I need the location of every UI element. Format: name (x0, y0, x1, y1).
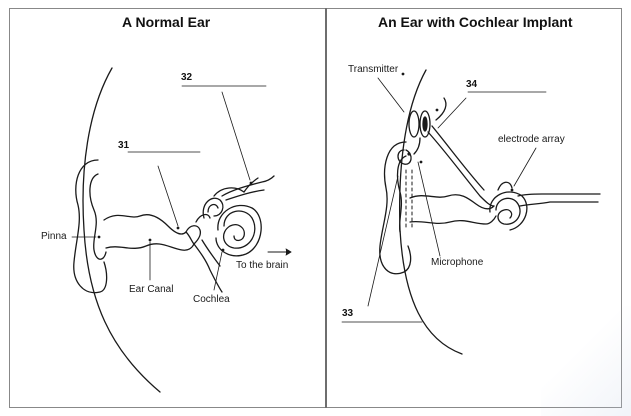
transmitter-label: Transmitter (348, 64, 399, 75)
blank-34-leader (437, 97, 467, 129)
transmitter-leader (377, 77, 405, 113)
blank-33-leader (367, 175, 399, 307)
blank-34-number: 34 (466, 79, 478, 90)
implant-ear-drawing (341, 69, 601, 355)
ear-canal-drawing (103, 214, 187, 235)
panel-divider (325, 8, 327, 408)
pinna-outline (73, 159, 108, 294)
left-panel-title: A Normal Ear (122, 14, 211, 30)
implant-cochlea-drawing (489, 191, 528, 231)
microphone-label: Microphone (431, 257, 484, 268)
blank-33-number: 33 (342, 308, 354, 319)
cochlea-label: Cochlea (193, 294, 230, 305)
blank-32-leader (221, 91, 251, 181)
ear-canal-label: Ear Canal (129, 284, 174, 295)
microphone-drawing (397, 149, 412, 165)
microphone-leader (417, 161, 441, 257)
blank-31-leader (157, 165, 179, 227)
pinna-outline-right (379, 141, 412, 275)
transmitter-drawing (408, 110, 431, 155)
eardrum (185, 231, 195, 245)
pinna-label: Pinna (41, 231, 67, 242)
corner-shade (541, 306, 631, 416)
normal-ear-drawing (71, 67, 292, 393)
cochlea-leader (213, 251, 223, 291)
blank-31-number: 31 (118, 140, 130, 151)
cochlea-drawing (215, 204, 262, 257)
to-brain-label: To the brain (236, 260, 289, 271)
implant-cable (427, 131, 495, 207)
right-panel-title: An Ear with Cochlear Implant (378, 14, 573, 30)
electrode-array-drawing (497, 181, 513, 191)
ossicles (185, 225, 202, 245)
head-outline-left (82, 67, 161, 393)
electrode-array-leader (513, 147, 537, 187)
electrode-array-label: electrode array (498, 134, 565, 145)
blank-32-number: 32 (181, 72, 193, 83)
auditory-nerve (221, 175, 275, 197)
semicircular-canals (202, 197, 224, 219)
